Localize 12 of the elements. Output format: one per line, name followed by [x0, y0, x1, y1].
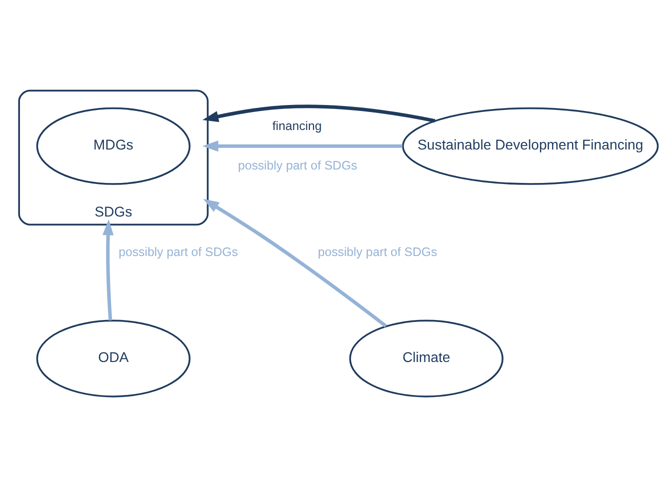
node-ellipse: Climate: [349, 320, 504, 398]
arrow: [202, 140, 402, 152]
node-ellipse: Sustainable Development Financing: [402, 107, 659, 185]
edge-label: possibly part of SDGs: [238, 158, 358, 173]
node-ellipse: ODA: [36, 320, 191, 398]
arrow: [203, 198, 387, 328]
edge-label: possibly part of SDGs: [118, 245, 238, 260]
arrow: [102, 219, 114, 321]
arrow: [202, 104, 436, 123]
node-ellipse: MDGs: [36, 107, 191, 185]
edge-label: financing: [272, 118, 322, 133]
edge-label: possibly part of SDGs: [318, 245, 438, 260]
